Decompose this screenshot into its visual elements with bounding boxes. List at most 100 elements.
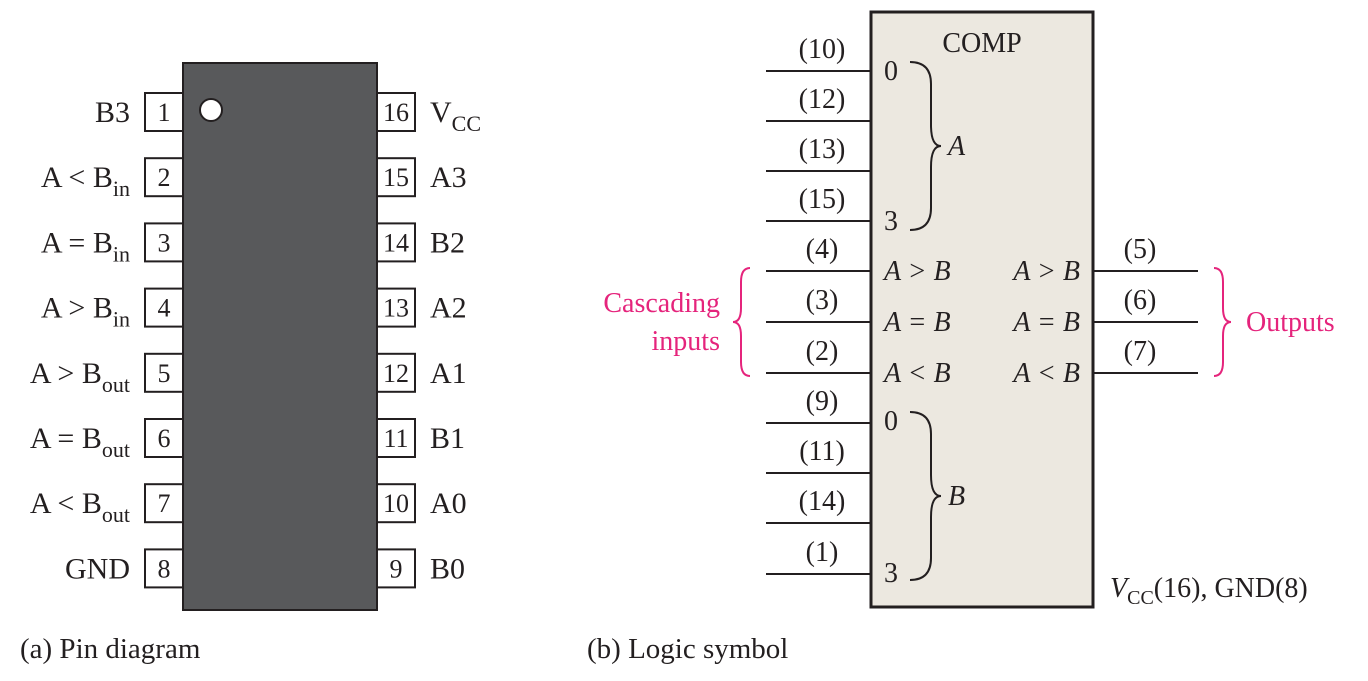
output-label: A > B <box>1011 256 1080 287</box>
cascading-label-line2: inputs <box>652 326 720 357</box>
input-pin-number: (4) <box>806 234 839 265</box>
pin-label: A = Bin <box>41 226 130 266</box>
b-input-9: (14) <box>766 486 871 524</box>
pin-diagram-caption: (a) Pin diagram <box>20 633 201 665</box>
output-2: (7) A < B <box>1011 336 1198 389</box>
pin-number: 13 <box>383 294 409 323</box>
a-bit-3-label: 3 <box>884 206 898 237</box>
pin1-indicator-dot <box>199 98 223 122</box>
pin-number: 16 <box>383 98 409 127</box>
pin-12: 12 A1 <box>376 352 467 393</box>
a-bit-0-label: 0 <box>884 56 898 87</box>
pin-13: 13 A2 <box>376 287 467 328</box>
pin-number: 14 <box>383 228 409 257</box>
pin-number: 5 <box>158 359 171 388</box>
a-group-label: A <box>946 131 966 162</box>
cascading-label-line1: Cascading <box>603 288 720 319</box>
pin-number: 4 <box>158 294 171 323</box>
output-pin-number: (5) <box>1124 234 1157 265</box>
pin-5: 5 A > Bout <box>30 352 184 397</box>
pin-number: 2 <box>158 163 171 192</box>
pin-label: A = Bout <box>30 422 130 462</box>
pin-number: 12 <box>383 359 409 388</box>
output-label: A = B <box>1011 307 1080 338</box>
input-pin-number: (11) <box>799 436 845 467</box>
pin-box <box>376 157 416 198</box>
pin-label: GND <box>65 552 130 585</box>
pin-number: 1 <box>158 98 171 127</box>
pin-6: 6 A = Bout <box>30 418 184 462</box>
cascade-input-4: (4)A > B <box>766 234 951 287</box>
a-input-1: (12) <box>766 84 871 122</box>
pin-number: 10 <box>383 489 409 518</box>
cascade-input-label: A = B <box>882 307 951 338</box>
pin-number: 15 <box>383 163 409 192</box>
cascade-input-label: A < B <box>882 358 951 389</box>
pin-label: B0 <box>430 552 465 585</box>
pin-label: A2 <box>430 292 467 325</box>
pin-7: 7A < Bout <box>30 483 184 527</box>
input-pin-number: (2) <box>806 336 839 367</box>
pin-label: B2 <box>430 226 465 259</box>
pin-number: 3 <box>158 228 171 257</box>
logic-symbol: COMP (10)(12)(13)(15)(4)A > B(3)A = B(2)… <box>587 10 1335 665</box>
a-input-0: (10) <box>766 34 871 72</box>
pin-number: 9 <box>390 554 403 583</box>
cascade-input-5: (3) A = B <box>766 285 951 338</box>
input-pin-number: (12) <box>799 84 846 115</box>
pin-9: 9 B0 <box>376 548 465 589</box>
output-1: (6)A = B <box>1011 285 1198 338</box>
output-label: A < B <box>1011 358 1080 389</box>
pin-label: A < Bin <box>41 161 130 201</box>
pin-label: A < Bout <box>30 487 130 527</box>
pin-1: 1B3 <box>95 92 184 132</box>
comp-box <box>869 10 1095 609</box>
pin-box <box>144 548 184 589</box>
output-pin-number: (7) <box>1124 336 1157 367</box>
a-input-2: (13) <box>766 134 871 172</box>
pin-box <box>376 548 416 589</box>
b-bit-3-label: 3 <box>884 558 898 589</box>
pin-box <box>144 92 184 132</box>
pin-label: A0 <box>430 487 467 520</box>
pin-box <box>144 483 184 524</box>
input-pin-number: (3) <box>806 285 839 316</box>
b-bit-0-label: 0 <box>884 406 898 437</box>
pin-box <box>376 92 416 132</box>
input-pin-number: (1) <box>806 537 839 568</box>
pin-box <box>376 352 416 393</box>
pin-box <box>376 287 416 328</box>
pin-2: 2 A < Bin <box>41 157 184 201</box>
b-input-8: (11) <box>766 436 871 474</box>
b-group-brace <box>909 411 942 581</box>
pin-label: A3 <box>430 161 467 194</box>
chip-body <box>182 62 378 611</box>
pin-diagram: 1B3 2 A < Bin 3 A = Bin 4 A > Bin 5 A > Bout 6 A =… <box>20 62 481 665</box>
input-pin-number: (10) <box>799 34 846 65</box>
pin-10: 10 A0 <box>376 483 467 524</box>
comp-title: COMP <box>942 28 1021 59</box>
pin-14: 14 B2 <box>376 222 465 263</box>
pin-number: 8 <box>158 554 171 583</box>
pin-label: A > Bin <box>41 292 130 332</box>
cascade-input-6: (2) A < B <box>766 336 951 389</box>
b-input-7: (9) <box>766 386 871 424</box>
input-pin-number: (9) <box>806 386 839 417</box>
b-input-10: (1) <box>766 537 871 575</box>
pin-number: 6 <box>158 424 171 453</box>
input-pin-number: (14) <box>799 486 846 517</box>
b-group-label: B <box>948 481 965 512</box>
pin-box <box>144 157 184 198</box>
outputs-brace <box>1213 267 1232 377</box>
pin-label: A > Bout <box>30 357 130 397</box>
pin-box <box>144 418 184 458</box>
a-input-3: (15) <box>766 184 871 222</box>
pin-label: A1 <box>430 357 467 390</box>
output-lines: (5) A > B(6)A = B(7) A < B <box>1011 234 1198 389</box>
pin-box <box>376 418 416 458</box>
outputs-label: Outputs <box>1246 307 1335 338</box>
pin-number: 11 <box>383 424 408 453</box>
